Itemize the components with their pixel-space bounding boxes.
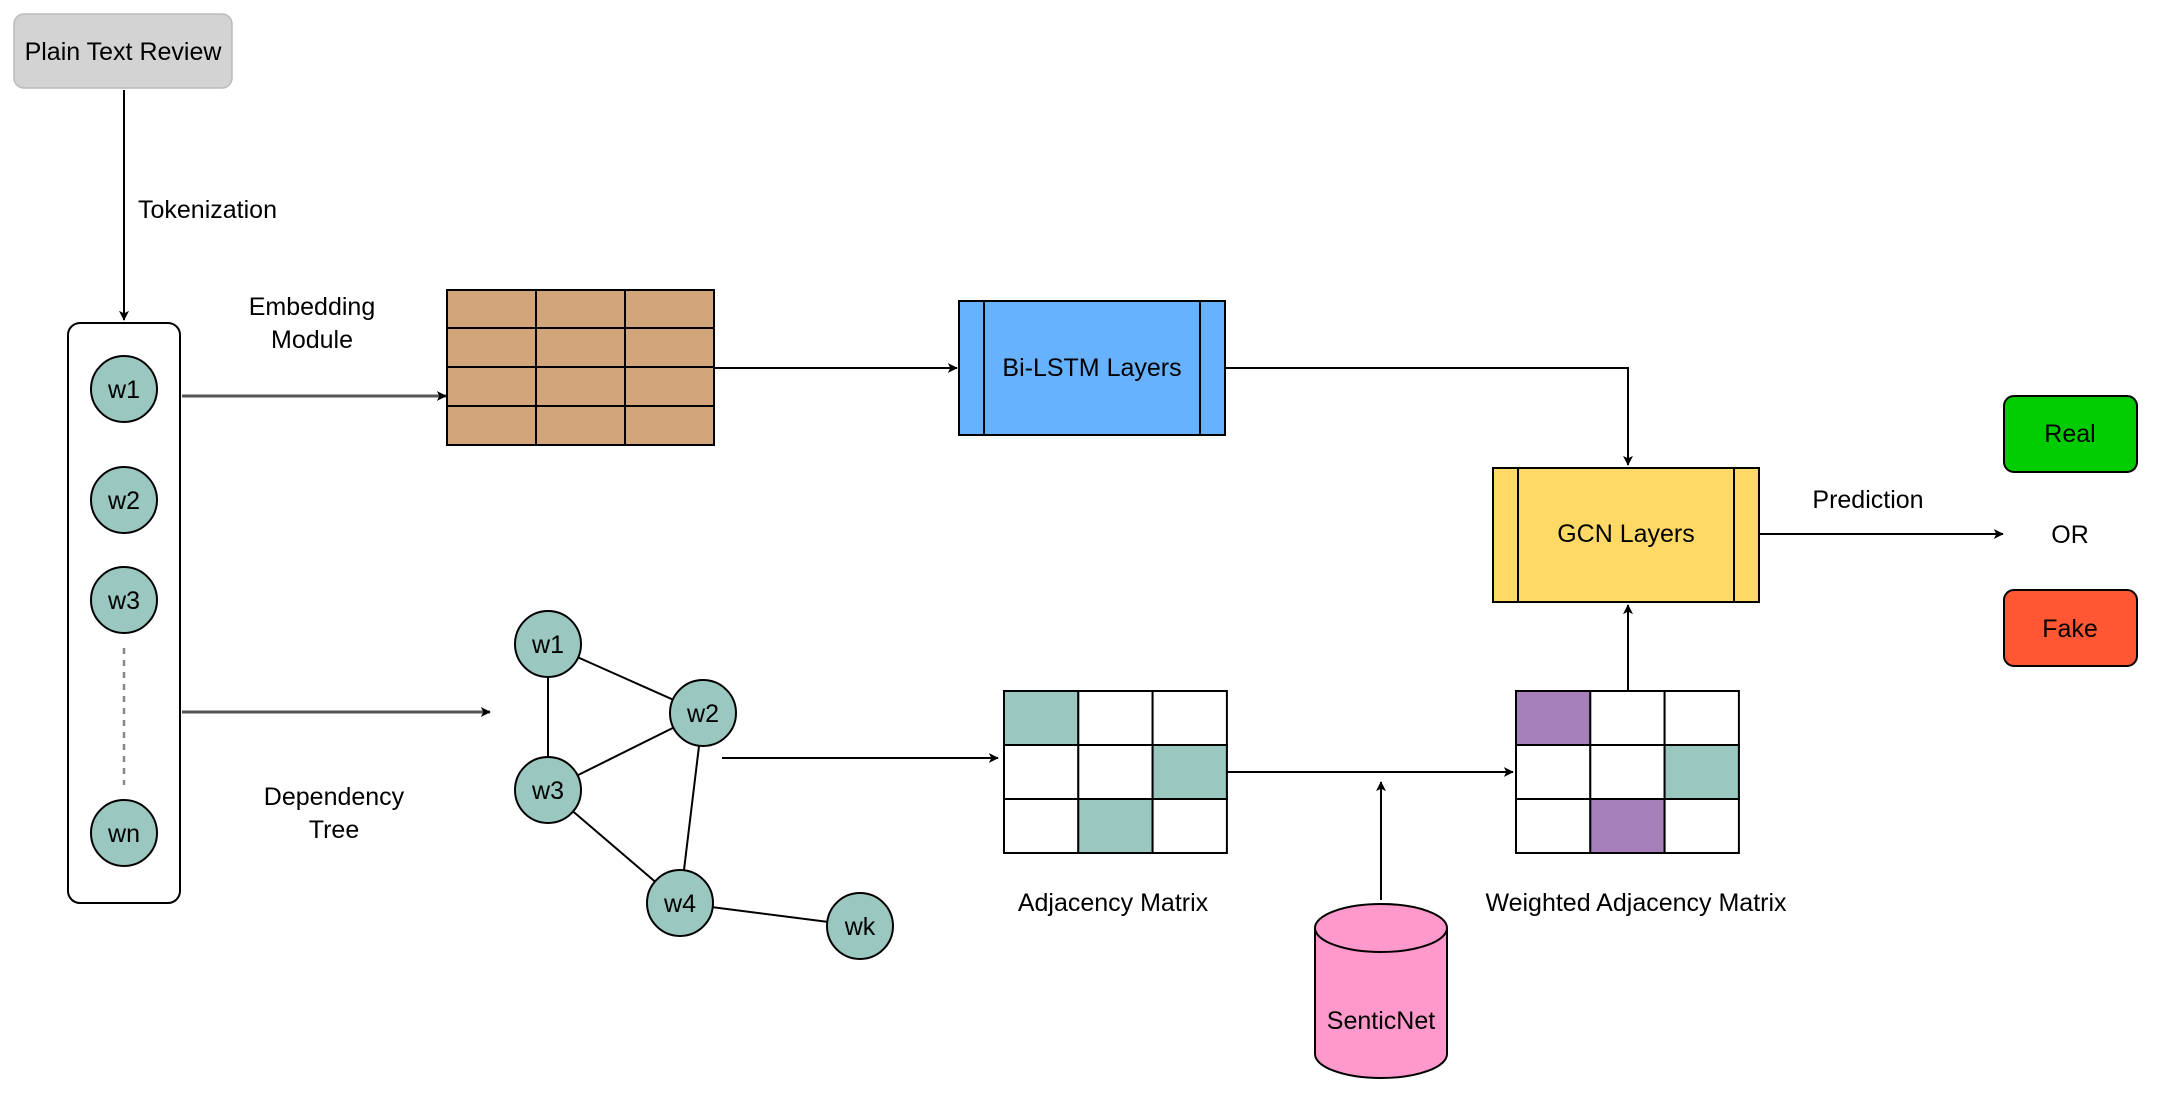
prediction-label: Prediction xyxy=(1812,486,1923,514)
real-box xyxy=(2003,395,2138,473)
weighted-adjacency-cell-0-1 xyxy=(1589,690,1666,746)
weighted-adjacency-cell-2-2 xyxy=(1663,798,1740,854)
or-label: OR xyxy=(2051,521,2089,549)
token-w2: w2 xyxy=(90,466,158,534)
adjacency-cell-0-2 xyxy=(1151,690,1228,746)
weighted-adjacency-cell-0-2 xyxy=(1663,690,1740,746)
weighted-adjacency-cell-2-1 xyxy=(1589,798,1666,854)
token-w3: w3 xyxy=(90,566,158,634)
tree-node-w2-label: w2 xyxy=(686,700,719,728)
weighted-adjacency-matrix xyxy=(1515,690,1740,854)
tree-node-w4: w4 xyxy=(646,869,714,937)
fake-box xyxy=(2003,589,2138,667)
token-w3-label: w3 xyxy=(107,587,140,615)
tokenization-label: Tokenization xyxy=(138,196,277,224)
gcn-node: GCN Layers xyxy=(1492,467,1760,603)
token-wn: wn xyxy=(90,799,158,867)
senticnet-body xyxy=(1314,928,1448,1079)
dependency-tree: w1 w2 w3 w4 wk xyxy=(514,610,894,960)
gcn-label: GCN Layers xyxy=(1557,520,1695,548)
weighted-adjacency-label: Weighted Adjacency Matrix xyxy=(1485,889,1787,917)
embedding-label-line1: Embedding xyxy=(249,293,375,321)
fake-label: Fake xyxy=(2042,615,2098,643)
adjacency-matrix xyxy=(1003,690,1228,854)
token-w1-label: w1 xyxy=(107,376,140,404)
real-output: Real xyxy=(2003,395,2138,473)
adjacency-cell-2-0 xyxy=(1003,798,1080,854)
bilstm-to-gcn-arrow xyxy=(1225,367,1633,466)
token-w2-label: w2 xyxy=(107,487,140,515)
tree-node-w2: w2 xyxy=(669,679,737,747)
input-box xyxy=(13,13,233,89)
real-label: Real xyxy=(2044,420,2095,448)
token-w1: w1 xyxy=(90,355,158,423)
gcn-box xyxy=(1492,467,1760,603)
weighted-adjacency-cell-1-0 xyxy=(1515,744,1592,800)
tree-node-w3: w3 xyxy=(514,756,582,824)
adjacency-cell-0-1 xyxy=(1077,690,1154,746)
dependency-label-line1: Dependency xyxy=(264,783,405,811)
weighted-adjacency-cell-2-0 xyxy=(1515,798,1592,854)
senticnet-db: SenticNet xyxy=(1314,903,1448,1079)
weighted-adjacency-cell-0-0 xyxy=(1515,690,1592,746)
adjacency-cell-1-0 xyxy=(1003,744,1080,800)
bilstm-box xyxy=(958,300,1226,436)
weighted-adjacency-cell-1-1 xyxy=(1589,744,1666,800)
tree-node-w1: w1 xyxy=(514,610,582,678)
adjacency-label: Adjacency Matrix xyxy=(1018,889,1209,917)
tree-node-wk: wk xyxy=(826,892,894,960)
tree-node-w3-label: w3 xyxy=(531,777,564,805)
adjacency-cell-1-1 xyxy=(1077,744,1154,800)
input-node: Plain Text Review xyxy=(13,13,233,89)
weighted-adjacency-cell-1-2 xyxy=(1663,744,1740,800)
embedding-label-line2: Module xyxy=(271,326,353,354)
adjacency-cell-2-1 xyxy=(1077,798,1154,854)
adjacency-cell-2-2 xyxy=(1151,798,1228,854)
tree-node-w1-label: w1 xyxy=(531,631,564,659)
adjacency-cell-0-0 xyxy=(1003,690,1080,746)
adjacency-cell-1-2 xyxy=(1151,744,1228,800)
bilstm-node: Bi-LSTM Layers xyxy=(958,300,1226,436)
senticnet-top xyxy=(1314,903,1448,953)
dependency-label-line2: Tree xyxy=(309,816,359,844)
fake-output: Fake xyxy=(2003,589,2138,667)
token-wn-label: wn xyxy=(107,820,140,848)
bilstm-label: Bi-LSTM Layers xyxy=(1002,354,1181,382)
token-list: w1 w2 w3 wn xyxy=(67,322,181,904)
embedding-matrix xyxy=(446,289,715,446)
tree-node-w4-label: w4 xyxy=(663,890,696,918)
input-label: Plain Text Review xyxy=(25,38,223,66)
senticnet-label: SenticNet xyxy=(1327,1007,1435,1035)
tree-node-wk-label: wk xyxy=(844,913,876,941)
